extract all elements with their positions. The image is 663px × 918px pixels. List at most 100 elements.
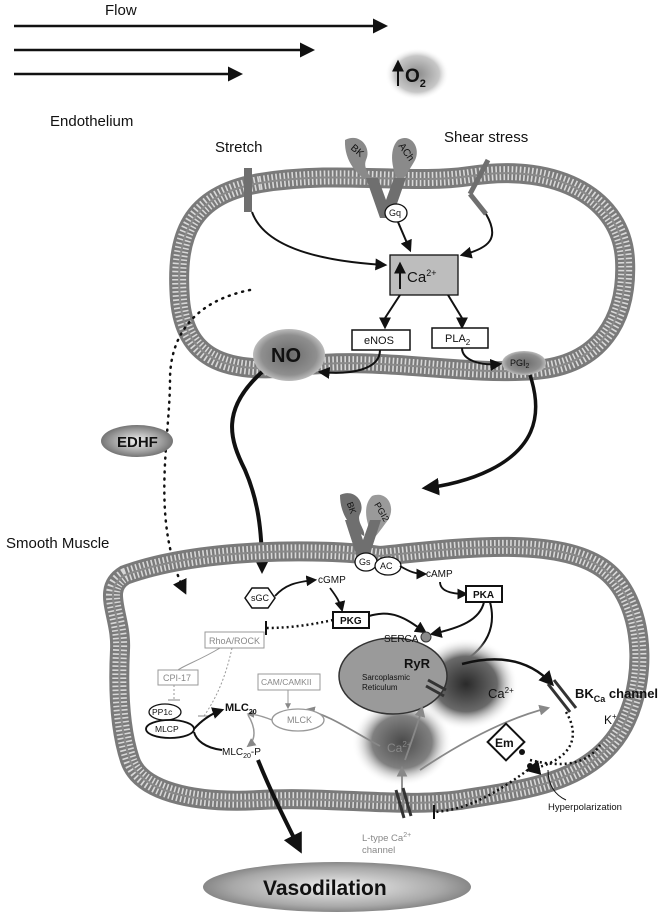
no-to-sgc-arrow (230, 370, 272, 574)
mlc20p-label: MLC (222, 747, 243, 758)
gq-protein: Gq (384, 203, 408, 223)
no-molecule: NO (253, 329, 325, 381)
pkg-box: PKG (332, 611, 370, 629)
bk-ligand: BK (344, 137, 373, 184)
ach-ligand: ACh (392, 138, 417, 184)
flow-arrows (14, 18, 388, 82)
mlck-label: MLCK (287, 715, 312, 725)
shear-stress-label: Shear stress (444, 129, 528, 146)
pla2-sub: 2 (466, 338, 471, 347)
vasodilation-outcome: Vasodilation (203, 862, 471, 912)
sm-receptor (345, 520, 381, 560)
bkca-sub: Ca (594, 694, 606, 704)
svg-text:PLA2: PLA2 (445, 333, 471, 347)
sr-label-line1: Sarcoplasmic (362, 673, 410, 682)
smooth-muscle-label: Smooth Muscle (6, 535, 109, 552)
to-vasodilation-arrow (256, 759, 302, 854)
endo-receptor (366, 178, 406, 218)
ca2-cyto-sup: 2+ (402, 740, 411, 749)
svg-text:PGI2: PGI2 (510, 358, 530, 370)
stretch-channel (244, 168, 252, 212)
bk-ligand-sm: BK (340, 493, 365, 536)
svg-text:K+: K+ (604, 712, 617, 727)
bkca-label: BK (575, 686, 594, 701)
no-label: NO (271, 345, 301, 367)
mlck-enzyme: MLCK (271, 708, 325, 732)
pkg-label: PKG (340, 616, 362, 627)
cam-camkii-label: CAM/CAMKII (261, 677, 312, 687)
flow-label: Flow (105, 2, 137, 19)
mlc20p-sub: 20 (243, 753, 251, 760)
edhf-path (163, 288, 252, 595)
enos-box: eNOS (351, 329, 411, 351)
svg-text:Ca2+: Ca2+ (407, 268, 436, 286)
sgc-enzyme: sGC (244, 587, 276, 609)
o2-subscript: 2 (420, 78, 426, 90)
gq-label: Gq (389, 208, 401, 218)
o2-label: O (405, 66, 420, 87)
mlcp-box: MLCP (145, 719, 195, 739)
enos-label: eNOS (364, 335, 394, 347)
ca2-endo-sup: 2+ (426, 268, 436, 278)
em-diamond: Em (486, 722, 526, 762)
pka-box: PKA (465, 585, 503, 603)
svg-text:O2: O2 (405, 66, 426, 90)
rhoa-rock-box: RhoA/ROCK (204, 631, 265, 649)
gs-label: Gs (359, 557, 371, 567)
ca2-sr-sup: 2+ (505, 686, 514, 695)
edhf-label: EDHF (117, 434, 158, 451)
cpi17-box: CPI-17 (157, 669, 199, 686)
cgmp-label: cGMP (318, 575, 346, 586)
svg-text:Ca2+: Ca2+ (387, 740, 412, 755)
pla2-label: PLA (445, 333, 466, 345)
sarcoplasmic-reticulum: SERCA RyR Sarcoplasmic Reticulum (338, 631, 448, 715)
bk-ligand-sm-label: BK (345, 501, 359, 516)
smooth-muscle-cell (103, 536, 650, 813)
stretch-label: Stretch (215, 139, 263, 156)
pgi2-endo-label: PGI (510, 358, 526, 368)
pgi2-to-receptor-arrow (421, 374, 538, 496)
ltype-label-line1: L-type Ca (362, 833, 404, 844)
svg-text:MLC20-P: MLC20-P (222, 747, 261, 760)
pp1c-box: PP1c (148, 703, 182, 721)
cpi17-label: CPI-17 (163, 673, 191, 683)
mlc20-label: MLC (225, 702, 249, 714)
hyperpolarization-label: Hyperpolarization (548, 802, 622, 813)
shear-stress-sensor (467, 158, 491, 216)
ca2-sr-label: Ca (488, 686, 505, 701)
bkca-channel (546, 679, 578, 713)
pka-label: PKA (473, 590, 494, 601)
svg-text:Ca2+: Ca2+ (488, 686, 514, 701)
mlc20-sub: 20 (249, 709, 257, 716)
gs-protein: Gs (354, 552, 378, 572)
vasodilation-label: Vasodilation (263, 877, 387, 900)
rhoa-rock-label: RhoA/ROCK (209, 636, 260, 646)
pp1c-label: PP1c (152, 707, 173, 717)
serca-label: SERCA (384, 634, 419, 645)
endothelium-label: Endothelium (50, 113, 133, 130)
ac-enzyme: AC (374, 556, 402, 576)
k-plus-label: K (604, 713, 612, 727)
ac-label: AC (380, 561, 393, 571)
l-type-channel (394, 787, 413, 819)
ryr-channel (425, 678, 447, 698)
calcium-box-endo: Ca2+ (389, 254, 459, 296)
ltype-sup: 2+ (403, 832, 411, 839)
svg-text:BKCa channel: BKCa channel (575, 686, 658, 704)
pgi2-endo-sub: 2 (526, 363, 530, 370)
ca2-endo-label: Ca (407, 269, 427, 286)
mlcp-label: MLCP (155, 724, 179, 734)
mlc20p-tail: -P (251, 747, 261, 758)
camp-label: cAMP (426, 569, 453, 580)
k-plus-sup: + (612, 712, 617, 721)
pla2-box: PLA2 (431, 327, 489, 349)
bkca-tail: channel (605, 686, 658, 701)
pgi2-endo: PGI2 (502, 351, 546, 375)
cam-camkii-box: CAM/CAMKII (257, 673, 321, 691)
ca2-cyto-label: Ca (387, 741, 403, 755)
sr-label-line2: Reticulum (362, 683, 398, 692)
em-label: Em (495, 736, 514, 750)
svg-text:MLC20: MLC20 (225, 702, 257, 716)
ltype-label-line2: channel (362, 845, 395, 856)
